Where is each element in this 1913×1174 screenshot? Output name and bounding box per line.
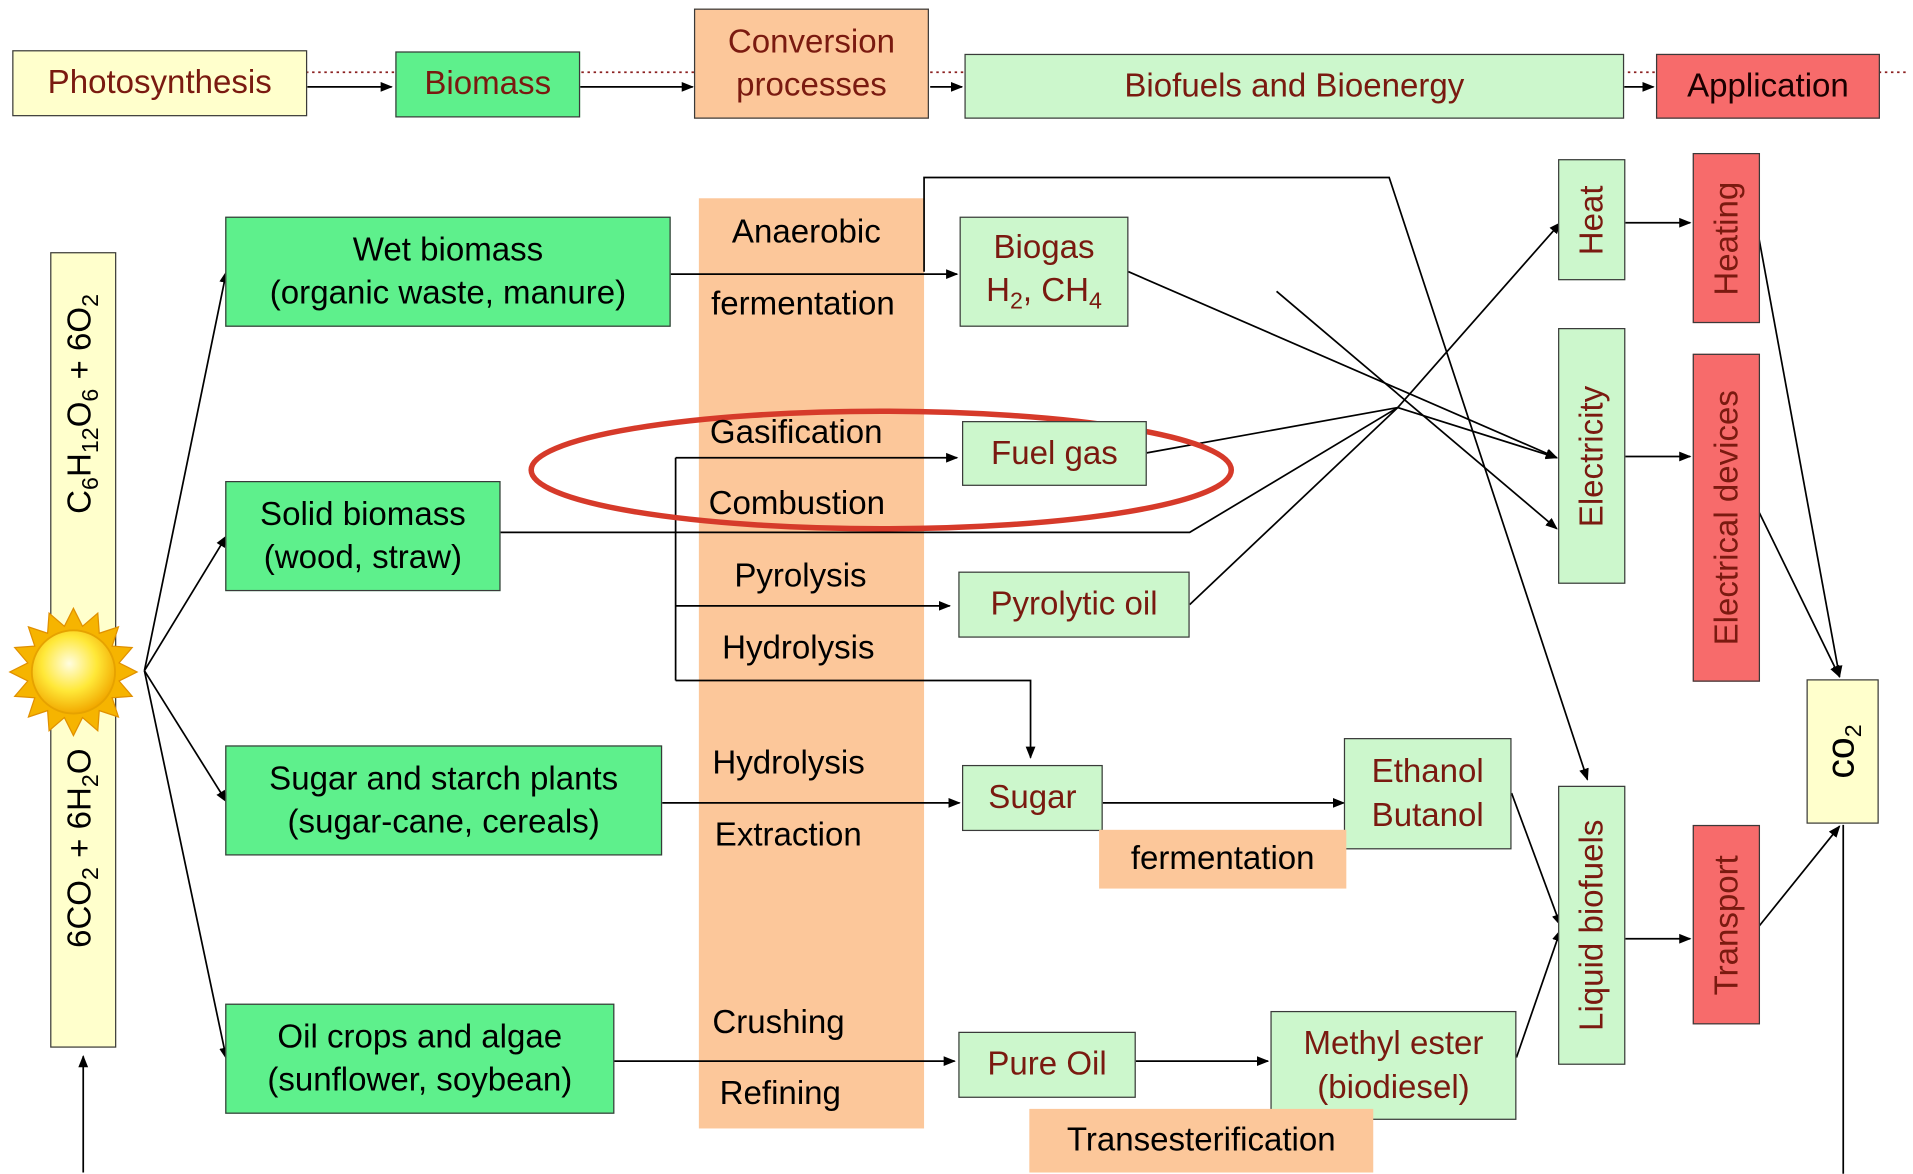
process-refining: Refining [719,1074,841,1112]
heating-box: Heating [1692,152,1761,324]
process-crushing: Crushing [712,1003,845,1041]
process-hydrolysis-2: Hydrolysis [712,744,865,781]
process-extraction: Extraction [714,816,862,854]
biogas-box: Biogas H2, CH4 [959,216,1129,327]
header-photosynthesis: Photosynthesis [12,50,308,117]
header-biomass: Biomass [395,51,581,118]
solid-biomass-box: Solid biomass(wood, straw) [225,481,501,592]
arrow-devices-co2 [1758,511,1841,678]
conversion-process-column [698,198,925,1129]
arrow-hub-electricity [1397,406,1559,460]
liquid-biofuels-box: Liquid biofuels [1558,785,1626,1065]
arrow-transport-co2 [1758,825,1841,928]
transport-box: Transport [1692,824,1761,1025]
methyl-ester-box: Methyl ester(biodiesel) [1270,1010,1517,1120]
process-gasification: Gasification [709,413,883,451]
process-combustion: Combustion [708,484,885,522]
arrow-loop-to-electricity [1276,290,1558,530]
arrow-ethanol-liquid [1510,792,1562,927]
arrow-heating-co2 [1757,237,1843,679]
arrow-hydrolysis-sugar [675,679,1036,759]
header-application: Application [1655,53,1880,119]
highlight-ellipse [528,408,1235,532]
line-solid-combustion [500,406,1399,534]
pure-oil-box: Pure Oil [958,1031,1136,1098]
arrow-loop-to-liquid [923,176,1589,781]
process-anaerobic: Anaerobic [731,212,881,250]
sugar-starch-box: Sugar and starch plants(sugar-cane, cere… [225,745,663,856]
fermentation-label: fermentation [1099,829,1347,889]
arrow-to-oil-crops [143,670,229,1060]
process-fermentation: fermentation [711,285,895,322]
transesterification-label: Transesterification [1029,1108,1374,1173]
header-biofuels-bioenergy: Biofuels and Bioenergy [964,53,1625,119]
heat-box: Heat [1558,159,1626,281]
arrow-to-solid-biomass [143,535,228,672]
fuel-gas-box: Fuel gas [962,421,1147,486]
arrow-to-wet-biomass [143,270,230,671]
oil-crops-box: Oil crops and algae(sunflower, soybean) [225,1003,615,1114]
line-pyrolytic-hub [1189,406,1399,606]
line-fuelgas-hub [1146,406,1398,454]
process-hydrolysis-1: Hydrolysis [722,629,875,666]
arrow-methyl-liquid [1515,929,1562,1058]
wet-biomass-box: Wet biomass(organic waste, manure) [225,216,671,327]
arrow-hub-heat [1397,221,1562,409]
electrical-devices-box: Electrical devices [1692,353,1761,682]
process-pyrolysis: Pyrolysis [734,556,867,594]
pyrolytic-oil-box: Pyrolytic oil [958,571,1190,638]
arrow-biogas-electricity [1128,270,1558,459]
co2-box: co2 [1806,679,1879,824]
sugar-box: Sugar [962,764,1103,832]
arrow-to-sugar-plants [143,670,228,803]
electricity-box: Electricity [1558,328,1626,584]
